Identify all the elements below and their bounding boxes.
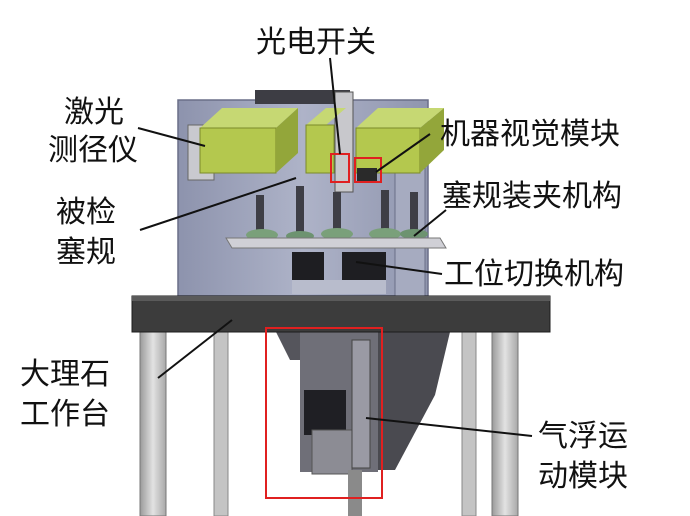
leader-marble-table (157, 319, 233, 379)
table-leg-right (491, 329, 519, 516)
table-leg-inner-left (213, 329, 229, 516)
laser-box-3-top (356, 108, 444, 128)
leader-laser-gauge (137, 127, 206, 147)
leader-photoelectric-switch (329, 57, 341, 155)
laser-box-1-top (200, 108, 298, 128)
laser-box-3-side (420, 108, 444, 173)
air-float-slide (304, 390, 346, 435)
laser-box-2 (305, 124, 335, 174)
center-column (334, 91, 354, 193)
label-laser-gauge-line2: 测径仪 (48, 133, 138, 168)
leader-station-switch (355, 261, 443, 275)
station-switch-block-left (292, 252, 324, 280)
laser-box-1 (199, 127, 277, 174)
leader-vision-module (375, 133, 431, 173)
air-float-bracket (276, 332, 300, 360)
label-gauge-clamp: 塞规装夹机构 (442, 179, 622, 214)
frame-top-rail (255, 90, 350, 104)
laser-box-3 (355, 127, 421, 174)
label-air-float-line1: 气浮运 (538, 419, 628, 454)
label-tested-gauge-line2: 塞规 (56, 235, 116, 270)
label-laser-gauge-line1: 激光 (64, 95, 124, 130)
air-float-shaft (348, 470, 362, 516)
label-station-switch: 工位切换机构 (444, 257, 624, 292)
label-tested-gauge-line1: 被检 (56, 195, 116, 230)
station-switch-plate (292, 280, 386, 294)
laser-box-1-side (276, 108, 298, 173)
table-leg-left (139, 329, 167, 516)
air-float-highlight (265, 327, 383, 499)
leader-lines (137, 57, 533, 437)
air-float-rail (311, 429, 353, 475)
air-float-guide (351, 339, 371, 469)
camera-module (357, 168, 377, 182)
air-float-housing (372, 332, 450, 470)
vision-module-highlight (354, 157, 382, 183)
label-photoelectric-switch: 光电开关 (256, 25, 376, 60)
leader-gauge-clamp (413, 209, 447, 237)
table-leg-inner-right (461, 329, 477, 516)
label-marble-table-line1: 大理石 (20, 357, 110, 392)
clamp-plate (225, 237, 447, 249)
label-air-float-line2: 动模块 (538, 459, 628, 494)
leader-tested-gauge (139, 177, 297, 231)
leader-air-float (365, 417, 533, 437)
gauge-pins (256, 186, 418, 236)
label-vision-module: 机器视觉模块 (440, 117, 620, 152)
label-marble-table-line2: 工作台 (20, 397, 110, 432)
marble-table-top (131, 295, 551, 333)
marble-table-highlight (132, 296, 550, 301)
